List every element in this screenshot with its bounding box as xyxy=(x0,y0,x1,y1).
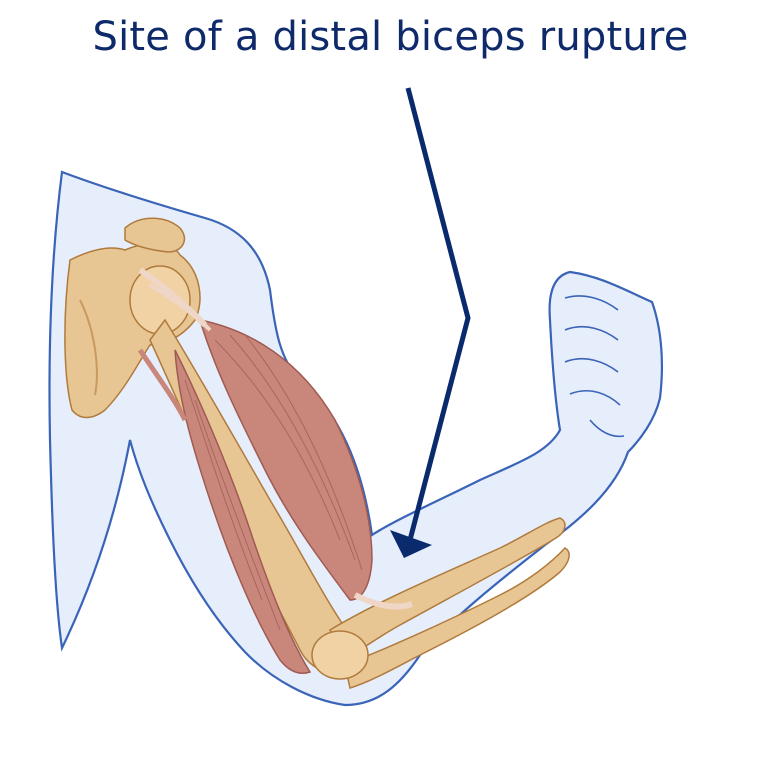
brachialis-muscle xyxy=(137,348,312,674)
shoulder-bones xyxy=(64,217,201,419)
arrow-down-icon xyxy=(390,87,471,558)
biceps-muscle xyxy=(138,267,413,610)
forearm-bones xyxy=(311,517,570,689)
figure-title: Site of a distal biceps rupture xyxy=(92,14,689,60)
